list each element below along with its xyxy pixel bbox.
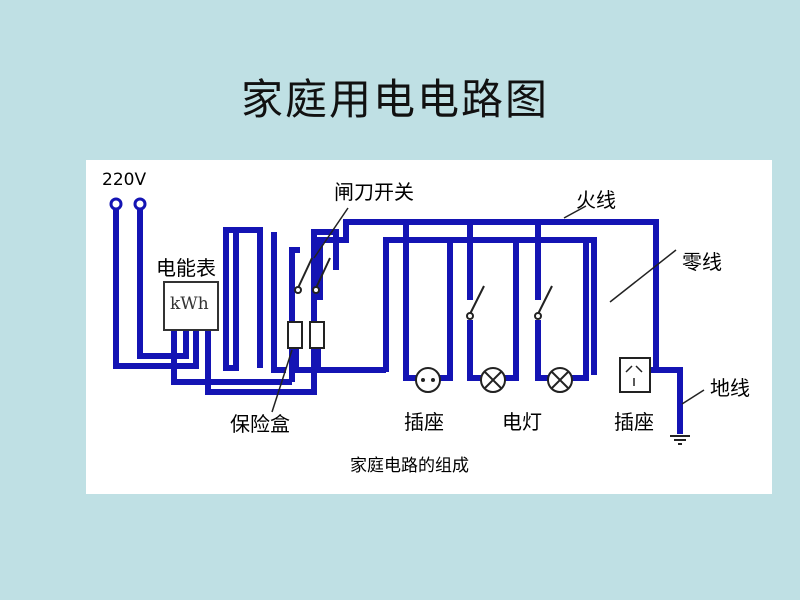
switch-lead-right: [311, 229, 339, 270]
input-lead-right: [137, 204, 189, 359]
voltage-label: 220V: [102, 170, 147, 190]
input-lead-left: [113, 204, 199, 369]
branch-lamp-2-neutral: [572, 240, 589, 381]
ground-wire-label: 地线: [710, 376, 750, 400]
switch-pivot-right: [312, 286, 320, 294]
branch-lamp-2-under: [535, 320, 548, 381]
meter-out-wire-1: [171, 330, 292, 385]
terminal-right: [133, 197, 147, 211]
fuse-left: [287, 321, 303, 349]
lamp-2: [547, 367, 573, 393]
fuse-box-pointer: [271, 349, 293, 413]
loop-wire-right: [271, 232, 286, 373]
branch-lamp-1-under: [467, 320, 482, 381]
branch-socket-right: [438, 240, 453, 381]
meter-unit: kWh: [170, 294, 209, 314]
live-wire-bus: [317, 219, 659, 370]
fuse-wire-left: [293, 346, 312, 373]
knife-switch-label: 闸刀开关: [334, 180, 414, 204]
neutral-wire-label: 零线: [682, 250, 722, 274]
switch-blade-left: [297, 257, 313, 289]
slide-title: 家庭用电电路图: [240, 75, 549, 124]
branch-socket-left: [403, 222, 418, 381]
diagram-caption: 家庭电路的组成: [350, 456, 469, 476]
terminal-left: [109, 197, 123, 211]
three-hole-socket: [619, 357, 651, 393]
lamp-1: [480, 367, 506, 393]
circuit-wiring: [109, 197, 705, 445]
lamp-switch-1-pivot: [466, 312, 474, 320]
lamp-switch-2-pivot: [534, 312, 542, 320]
ground-symbol: [670, 435, 690, 445]
lamp-label: 电灯: [502, 410, 542, 434]
switch-pivot-left: [294, 286, 302, 294]
socket-label-2: 插座: [614, 410, 654, 434]
two-hole-socket: [415, 367, 441, 393]
socket-label-1: 插座: [404, 410, 444, 434]
meter-label: 电能表: [156, 256, 216, 280]
loop-wire-left: [223, 227, 263, 371]
switch-blade-right: [315, 257, 331, 289]
lamp-switch-2: [537, 285, 553, 315]
meter-box: [163, 281, 219, 331]
live-wire-pointer: [563, 205, 587, 219]
branch-lamp-1-neutral: [504, 240, 519, 381]
fuse-box-label: 保险盒: [230, 412, 290, 436]
knife-switch-pointer: [313, 207, 349, 259]
neutral-wire-pointer: [609, 249, 677, 303]
neutral-wire-bus: [383, 237, 597, 375]
lamp-switch-1: [469, 285, 485, 315]
fuse-wire-right: [315, 346, 386, 373]
ground-wire-pointer: [681, 389, 705, 405]
socket3-wire: [648, 367, 683, 412]
fuse-right: [309, 321, 325, 349]
circuit-diagram: 220V 闸刀开关 火线 零线 电能表 kWh 保险盒 插座 电灯 插座 地线 …: [86, 160, 772, 494]
live-wire-label: 火线: [576, 188, 616, 212]
